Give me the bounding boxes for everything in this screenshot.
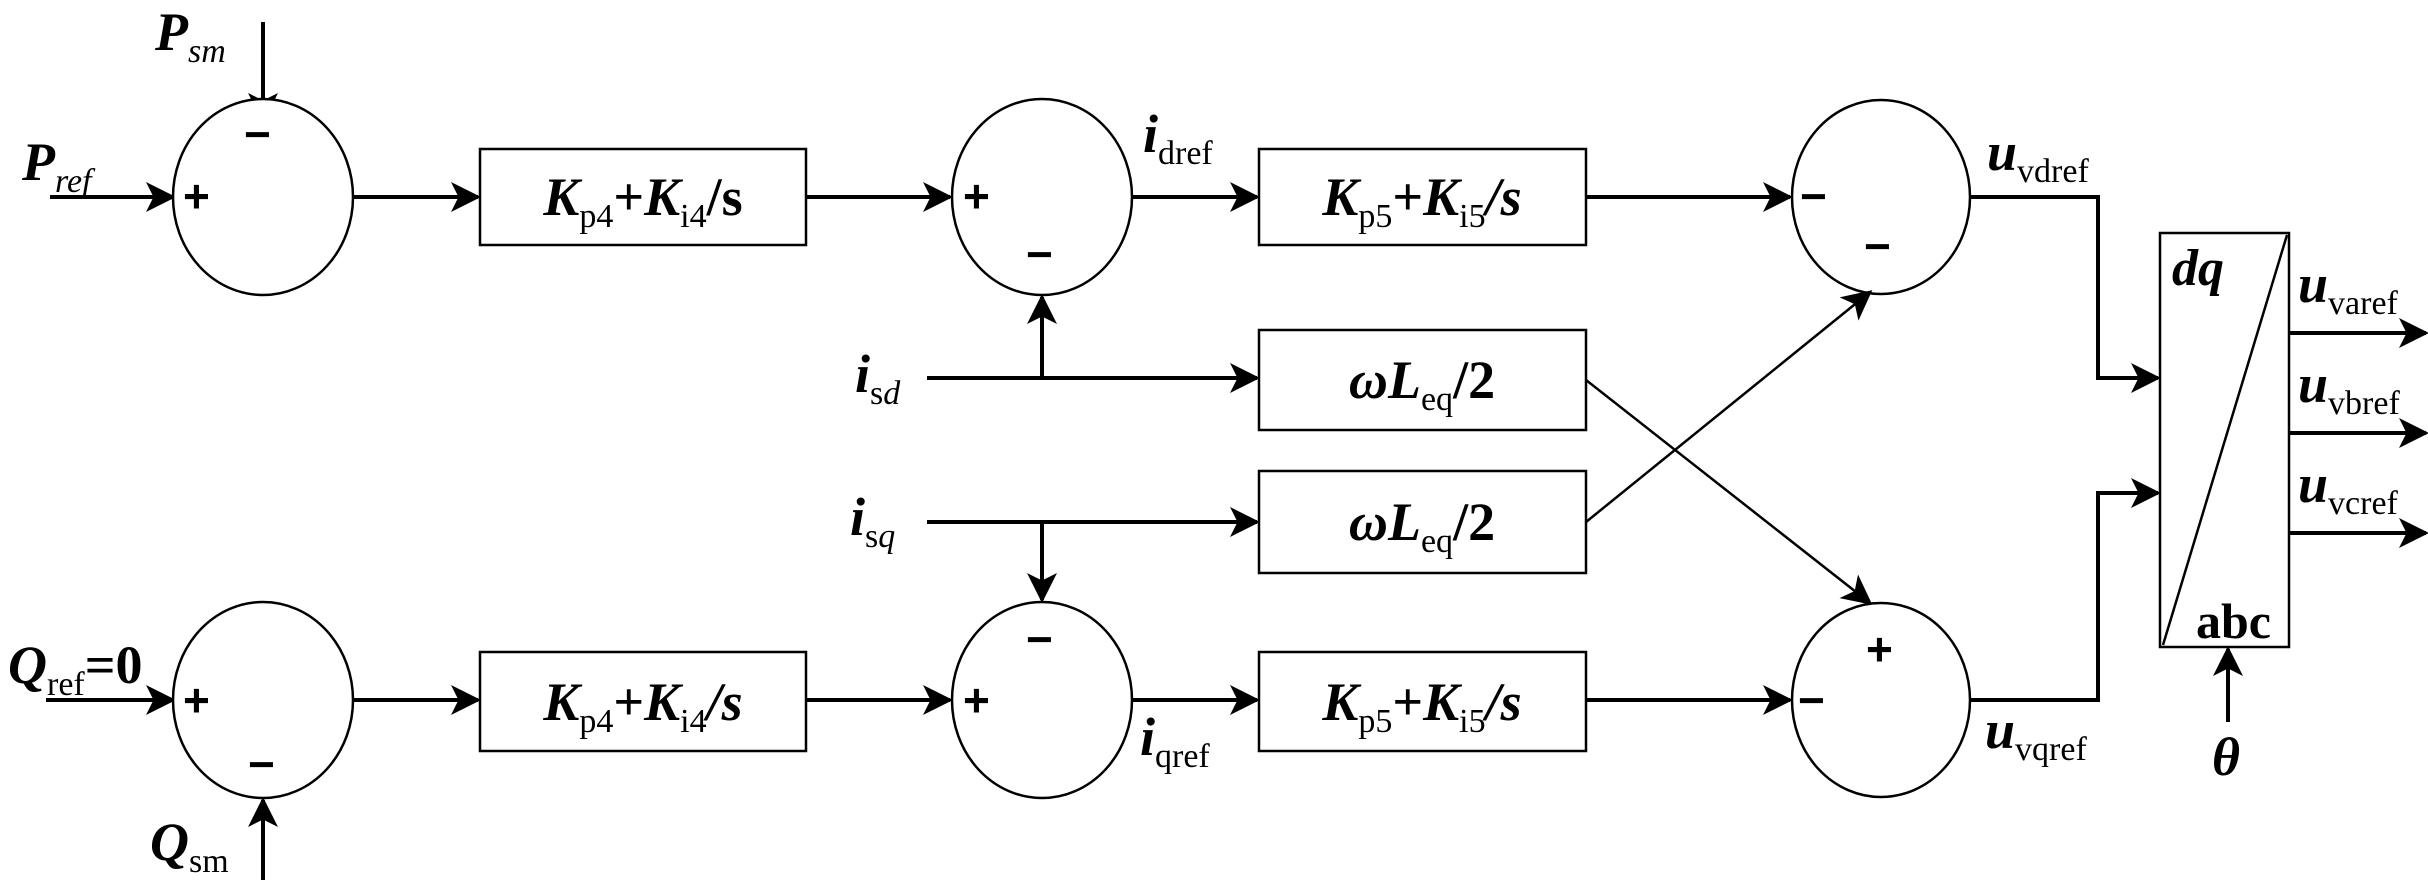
i-dref-label: idref [1143, 104, 1213, 172]
block-outer-p: Kp4+Ki4/s [478, 147, 808, 247]
svg-text:isq: isq [850, 487, 895, 555]
u-vqref-wire [1970, 478, 2161, 702]
svg-text:+: + [1866, 623, 1893, 675]
block-inner-q: Kp5+Ki5/s [1257, 650, 1588, 753]
q-sm-label: Qsm [150, 812, 229, 880]
svg-text:Kp5+Ki5/s: Kp5+Ki5/s [1321, 672, 1521, 740]
svg-text:−: − [1864, 220, 1891, 272]
svg-text:Kp5+Ki5/s: Kp5+Ki5/s [1321, 167, 1521, 235]
svg-text:+: + [963, 170, 990, 222]
q-ref-label: Qref=0 [8, 635, 143, 703]
svg-text:−: − [248, 738, 275, 790]
svg-text:ωLeq/2: ωLeq/2 [1349, 350, 1495, 418]
svg-text:ωLeq/2: ωLeq/2 [1349, 492, 1495, 560]
summer-uq: − + [1790, 601, 1972, 799]
block-decouple-d: ωLeq/2 [1257, 328, 1588, 432]
summer-q-outer: + − [171, 600, 355, 800]
svg-text:Qref=0: Qref=0 [8, 635, 143, 703]
svg-text:Kp4+Ki4/s: Kp4+Ki4/s [542, 672, 742, 740]
svg-text:−: − [244, 108, 271, 160]
summer-ud: − − [1790, 98, 1972, 296]
svg-text:−: − [1026, 228, 1053, 280]
svg-text:uvqref: uvqref [1985, 700, 2087, 768]
summer-d-inner: + − [950, 97, 1134, 297]
svg-text:uvaref: uvaref [2298, 254, 2399, 322]
u-vqref-label: uvqref [1985, 700, 2087, 768]
svg-text:−: − [1798, 674, 1825, 726]
svg-text:+: + [963, 674, 990, 726]
svg-text:+: + [183, 674, 210, 726]
p-sm-label: Psm [154, 2, 226, 70]
block-decouple-q: ωLeq/2 [1257, 469, 1588, 575]
svg-text:idref: idref [1143, 104, 1213, 172]
output-u-vbref: uvbref [2289, 354, 2428, 448]
cross-q-to-ud [1585, 290, 1873, 523]
output-u-vcref: uvcref [2289, 454, 2428, 548]
u-vdref-wire [1970, 195, 2161, 393]
svg-text:iqref: iqref [1140, 707, 1210, 775]
svg-text:−: − [1026, 613, 1053, 665]
svg-text:+: + [183, 170, 210, 222]
block-inner-d: Kp5+Ki5/s [1257, 147, 1588, 247]
summer-p-outer: + − [171, 97, 355, 297]
svg-text:Qsm: Qsm [150, 812, 229, 880]
svg-text:dq: dq [2172, 240, 2224, 297]
svg-text:Kp4+Ki4/s: Kp4+Ki4/s [542, 167, 742, 235]
svg-text:isd: isd [855, 344, 901, 412]
output-u-varef: uvaref [2289, 254, 2428, 348]
i-sd-label: isd [855, 344, 901, 412]
p-ref-label: Pref [21, 132, 96, 200]
svg-text:Pref: Pref [21, 132, 96, 200]
svg-text:Psm: Psm [154, 2, 226, 70]
svg-text:abc: abc [2196, 593, 2271, 649]
svg-text:−: − [1800, 170, 1827, 222]
i-qref-label: iqref [1140, 707, 1210, 775]
block-dq-abc: dq abc [2158, 231, 2291, 649]
svg-text:uvcref: uvcref [2298, 454, 2399, 522]
u-vdref-label: uvdref [1987, 122, 2089, 190]
svg-text:uvdref: uvdref [1987, 122, 2089, 190]
theta-label: θ [2212, 727, 2240, 787]
summer-q-inner: + − [950, 600, 1134, 800]
svg-text:uvbref: uvbref [2298, 354, 2400, 422]
i-sq-label: isq [850, 487, 895, 555]
cross-d-to-uq [1585, 379, 1873, 605]
block-outer-q: Kp4+Ki4/s [478, 650, 808, 753]
